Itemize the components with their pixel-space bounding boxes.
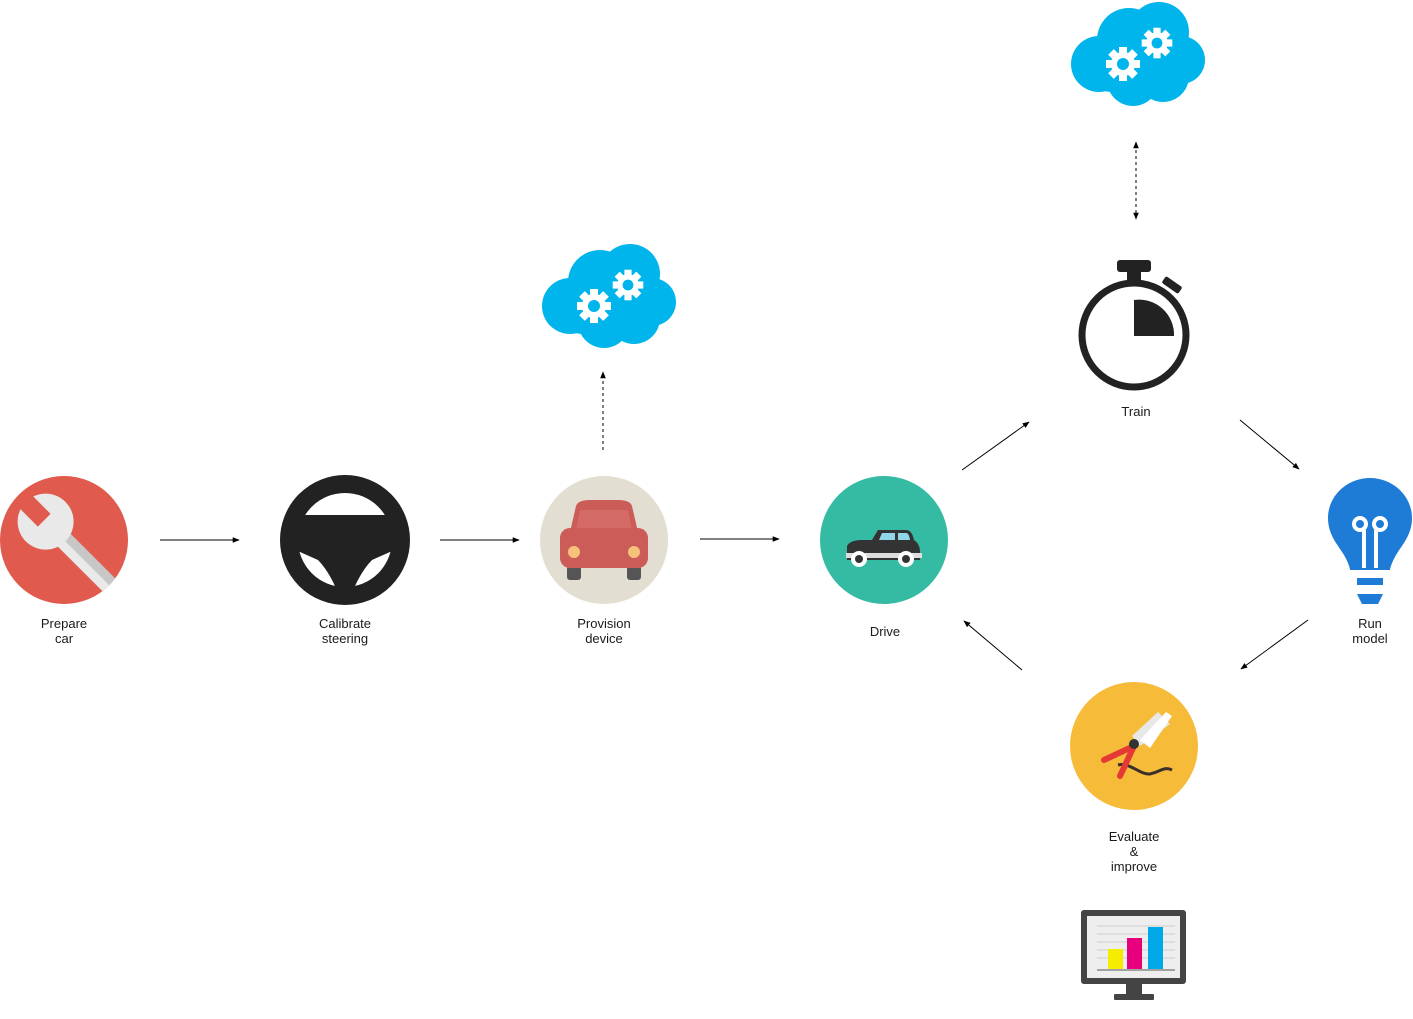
- node-label-provision-device: Provision device: [577, 616, 631, 646]
- node-label-drive: Drive: [869, 624, 901, 639]
- car-icon: [540, 476, 668, 604]
- arrows: [160, 141, 1309, 671]
- arrow-train-to-run: [1239, 419, 1300, 470]
- jumper-cable-icon: [1070, 682, 1198, 810]
- cloud-gears-icon: [542, 244, 676, 348]
- cloud-gears-icon: [1071, 2, 1205, 106]
- monitor-chart-icon: [1081, 910, 1186, 1000]
- arrow-drive-to-train: [961, 421, 1030, 471]
- node-label-train: Train: [1121, 404, 1151, 419]
- node-label-run-model: Run model: [1352, 616, 1388, 646]
- node-label-evaluate-improve: Evaluate & improve: [1108, 829, 1160, 874]
- steering-wheel-icon: [280, 475, 410, 605]
- wrench-icon: [0, 476, 128, 604]
- lightbulb-icon: [1328, 478, 1412, 604]
- arrow-run-to-evaluate: [1240, 619, 1309, 670]
- arrow-evaluate-to-drive: [963, 620, 1023, 671]
- node-label-prepare-car: Prepare car: [40, 616, 88, 646]
- vintage-car-icon: [820, 476, 948, 604]
- node-label-calibrate-steering: Calibrate steering: [318, 616, 372, 646]
- stopwatch-icon: [1078, 260, 1190, 391]
